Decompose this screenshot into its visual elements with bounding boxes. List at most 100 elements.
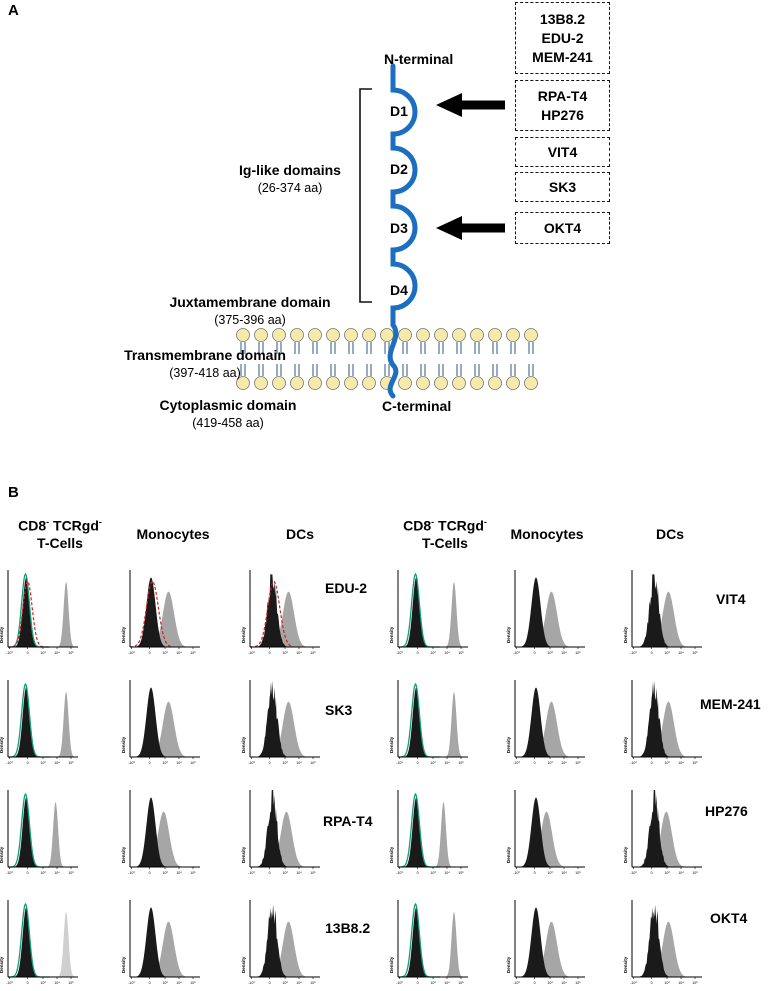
x-tick-label: 10³ <box>162 871 168 875</box>
positive-histogram <box>632 591 702 647</box>
lipid-bilayer <box>236 328 538 390</box>
lipid-head <box>236 328 250 342</box>
x-tick-label: -10³ <box>248 981 255 985</box>
lipid-head <box>344 376 358 390</box>
lipid-head <box>506 376 520 390</box>
isotype-curve <box>129 580 173 648</box>
x-tick-label: 0 <box>651 651 653 655</box>
lipid-head <box>434 328 448 342</box>
negative-histogram <box>515 577 585 647</box>
x-tick-label: 10⁵ <box>190 871 196 875</box>
x-tick-label: 10³ <box>547 651 553 655</box>
arrow-d1 <box>436 93 505 117</box>
column-header-dcs-2: DCs <box>655 526 684 542</box>
y-axis-label: Density <box>0 956 4 973</box>
negative-histogram <box>250 680 320 757</box>
x-tick-label: 0 <box>149 651 151 655</box>
y-axis-label: Density <box>389 846 394 863</box>
x-tick-label: 10³ <box>40 761 46 765</box>
x-tick-label: 10⁵ <box>575 651 581 655</box>
x-tick-label: 10⁵ <box>190 981 196 985</box>
x-tick-label: 10⁴ <box>176 761 182 765</box>
negative-histogram <box>250 790 320 867</box>
x-tick-label: -10³ <box>513 871 520 875</box>
negative-histogram <box>398 687 468 757</box>
x-tick-label: -10³ <box>6 761 13 765</box>
lipid-head <box>236 376 250 390</box>
antibody-label: RPA-T4 <box>537 87 588 104</box>
x-tick-label: 10⁴ <box>444 651 450 655</box>
lipid-head <box>254 328 268 342</box>
x-tick-label: -10³ <box>248 651 255 655</box>
cytoplasmic-block: Cytoplasmic domain (419-458 aa) <box>143 397 313 430</box>
x-tick-label: 10⁴ <box>176 871 182 875</box>
y-axis-label: Density <box>0 626 4 643</box>
isotype-curve <box>250 580 293 648</box>
x-tick-label: -10³ <box>128 761 135 765</box>
negative-histogram <box>250 574 320 647</box>
cytoplasmic-range: (419-458 aa) <box>192 416 264 430</box>
y-axis-label: Density <box>506 626 511 643</box>
juxtamembrane-title: Juxtamembrane domain <box>169 294 331 310</box>
y-axis-label: Density <box>623 846 628 863</box>
negative-histogram <box>515 907 585 977</box>
lipid-head <box>362 376 376 390</box>
y-axis-label: Density <box>389 626 394 643</box>
arrow-d3 <box>436 216 505 240</box>
x-tick-label: -10³ <box>396 981 403 985</box>
x-tick-label: 10⁴ <box>678 761 684 765</box>
x-tick-label: 10⁵ <box>575 981 581 985</box>
x-tick-label: 0 <box>417 761 419 765</box>
negative-histogram <box>398 907 468 977</box>
negative-histogram <box>398 577 468 647</box>
x-tick-label: -10³ <box>6 981 13 985</box>
row-label-sk3: SK3 <box>325 702 353 718</box>
lipid-head <box>524 376 538 390</box>
x-tick-label: 0 <box>417 651 419 655</box>
positive-histogram <box>398 911 468 977</box>
protein-chain <box>387 63 418 399</box>
y-axis-label: Density <box>121 846 126 863</box>
x-tick-label: 0 <box>149 871 151 875</box>
x-tick-label: -10³ <box>513 651 520 655</box>
ig-like-range: (26-374 aa) <box>257 181 323 195</box>
y-axis-label: Density <box>506 956 511 973</box>
y-axis-label: Density <box>623 626 628 643</box>
lipid-head <box>416 376 430 390</box>
x-tick-label: 10³ <box>547 871 553 875</box>
positive-histogram <box>398 691 468 757</box>
x-tick-label: 0 <box>534 651 536 655</box>
antibody-label: EDU-2 <box>541 29 584 46</box>
positive-histogram <box>130 701 200 757</box>
x-tick-label: 0 <box>269 981 271 985</box>
x-tick-label: 10⁴ <box>561 981 567 985</box>
positive-histogram <box>515 591 585 647</box>
x-tick-label: 0 <box>651 871 653 875</box>
negative-histogram <box>8 577 78 647</box>
x-tick-label: 10³ <box>664 871 670 875</box>
lipid-head <box>308 328 322 342</box>
negative-histogram <box>632 790 702 867</box>
x-tick-label: 0 <box>417 981 419 985</box>
positive-histogram <box>8 911 78 977</box>
x-tick-label: -10³ <box>630 761 637 765</box>
negative-histogram <box>632 680 702 757</box>
x-tick-label: 10⁴ <box>176 981 182 985</box>
lipid-head <box>524 328 538 342</box>
x-tick-label: 10⁴ <box>176 651 182 655</box>
negative-histogram <box>632 574 702 647</box>
x-tick-label: 10⁵ <box>310 871 316 875</box>
antibody-label: SK3 <box>548 178 577 195</box>
x-tick-label: 10⁴ <box>54 871 60 875</box>
x-tick-label: -10³ <box>128 871 135 875</box>
antibody-label: HP276 <box>541 106 584 123</box>
row-label-13b82: 13B8.2 <box>325 920 371 936</box>
x-tick-label: 10⁵ <box>575 761 581 765</box>
positive-histogram <box>250 701 320 757</box>
